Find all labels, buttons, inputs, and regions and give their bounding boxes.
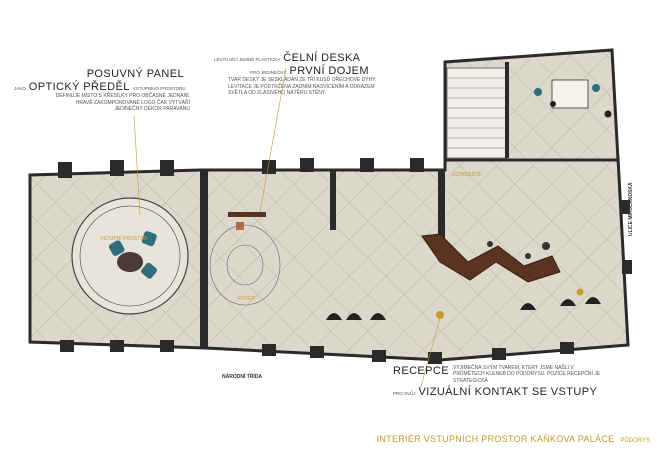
walnut-front-desk	[228, 212, 266, 217]
sliding-panel-inline: VSTUPNÍHO PROSTORU	[132, 85, 186, 91]
annotation-front-desk: LEVITUJÍCÍ JEMNĚ PLASTICKÁ ČELNÍ DESKA P…	[214, 52, 414, 96]
staircase	[446, 67, 508, 159]
room-label-staircase: SCHODIŠTĚ	[452, 172, 482, 178]
front-desk-desc: TVAR DESKY JE SESKLÁDÁN ZE TŘÍ KUSŮ OŘEC…	[228, 77, 377, 96]
reception-desc: VÝJIMEČNÁ SVÝM TVAREM, KTERÝ JSME NAŠLI …	[452, 365, 601, 384]
leader-lines	[133, 67, 441, 391]
annotation-reception: RECEPCE VÝJIMEČNÁ SVÝM TVAREM, KTERÝ JSM…	[393, 365, 633, 398]
lounge-chairs	[108, 231, 157, 279]
footer-subtitle: PŮDORYS	[620, 438, 650, 444]
sliding-panel-desc: DEFINUJE MÍSTO S KŘESÍLKY PRO OBČASNÉ JE…	[55, 93, 190, 112]
street-label-bottom: NÁRODNÍ TŘÍDA	[222, 374, 262, 380]
front-desk-prefix: LEVITUJÍCÍ JEMNĚ PLASTICKÁ	[214, 57, 281, 62]
sliding-panel-prefix: JAKO	[14, 85, 26, 91]
annotation-sliding-panel: POSUVNÝ PANEL JAKO OPTICKÝ PŘEDĚL VSTUPN…	[14, 68, 204, 112]
waiting-chairs	[326, 288, 601, 320]
lamp	[236, 222, 244, 230]
reception-desk	[421, 233, 561, 283]
front-desk-highlight: PRVNÍ DOJEM	[289, 64, 369, 77]
foyer-ceiling	[209, 224, 281, 306]
front-desk-title: ČELNÍ DESKA	[283, 52, 361, 64]
footer-title: INTERIÉR VSTUPNÍCH PROSTOR KAŇKOVA PALÁC…	[376, 434, 615, 444]
reception-highlight: VIZUÁLNÍ KONTAKT SE VSTUPY	[418, 385, 598, 398]
street-label-right: ULICE MIKULANDSKÁ	[628, 182, 634, 236]
sliding-panel-highlight: OPTICKÝ PŘEDĚL	[28, 80, 130, 93]
room-label-foyer: FOYER	[238, 296, 256, 302]
reception-prefix: PRO SVŮJ	[393, 390, 416, 396]
reception-chairs	[487, 241, 550, 259]
upper-room-furniture	[534, 79, 612, 118]
sliding-panel-title: POSUVNÝ PANEL	[86, 68, 184, 80]
footer-title-block: INTERIÉR VSTUPNÍCH PROSTOR KAŇKOVA PALÁC…	[377, 434, 650, 444]
reception-title: RECEPCE	[393, 365, 449, 377]
front-desk-prefix2: PRO JEDINEČNÝ	[250, 69, 287, 75]
interior-walls	[58, 62, 632, 364]
room-label-entrance: VSTUPNÍ PROSTOR	[100, 236, 148, 242]
